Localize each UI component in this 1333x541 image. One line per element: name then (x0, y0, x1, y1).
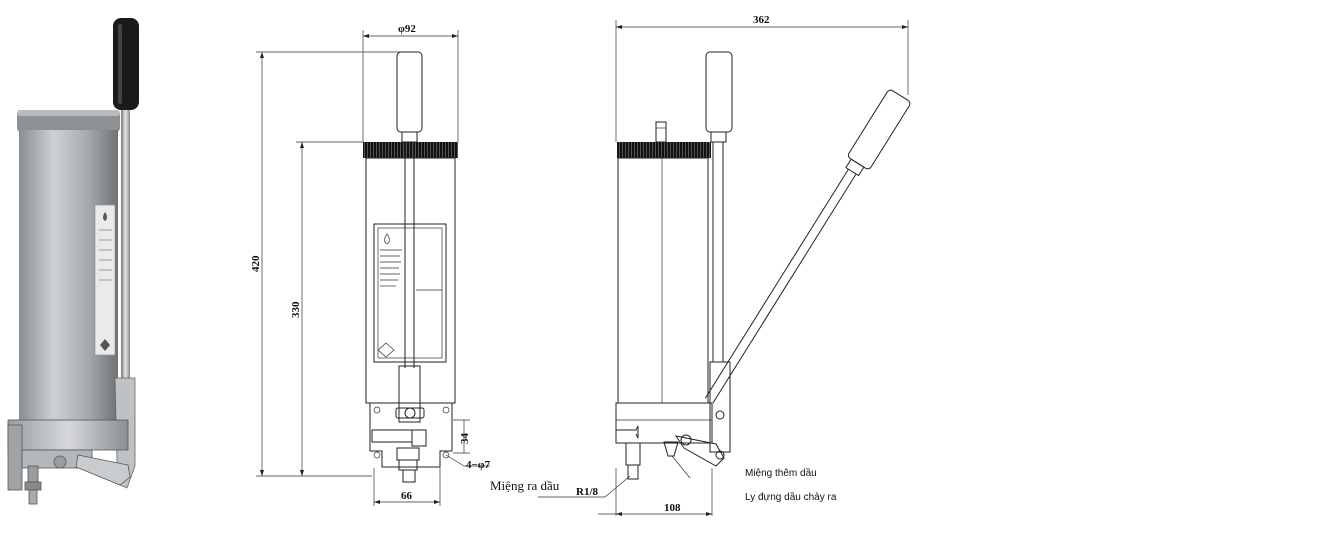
pump-outlet-fitting (27, 465, 39, 483)
side-cylinder (617, 157, 709, 404)
side-view: 362 (538, 14, 911, 516)
front-cap-knurl (363, 142, 458, 158)
side-handle-grip (705, 51, 733, 133)
top-diameter-label: φ92 (398, 23, 416, 35)
side-cap-knurl (617, 142, 711, 158)
bracket-height-label: 34 (459, 433, 471, 445)
total-height-label: 420 (250, 255, 262, 272)
mounting-holes-label: 4−φ7 (466, 459, 491, 471)
front-label-panel (373, 223, 447, 363)
side-base (615, 402, 713, 444)
front-bracket (369, 402, 453, 468)
pump-handle-grip (113, 18, 139, 110)
raised-handle (704, 89, 911, 404)
front-lever-block (398, 365, 421, 423)
oil-outlet-label: Miệng ra dầu (490, 478, 560, 493)
pump-base (7, 419, 129, 451)
pump-photo (7, 18, 139, 505)
reservoir-height-label: 330 (290, 301, 302, 318)
pump-handle-rod (121, 105, 130, 390)
front-handle-grip (396, 51, 423, 133)
base-width-label: 66 (401, 490, 413, 502)
side-fill-nipple (655, 121, 667, 143)
side-base-width-label: 108 (664, 502, 681, 514)
front-view: φ92 420 330 (250, 23, 491, 506)
overflow-cup-label: Ly đựng dầu chảy ra (745, 491, 837, 503)
outlet-thread-label: R1/8 (576, 486, 599, 498)
oil-fill-label: Miệng thêm dầu (745, 467, 817, 479)
handle-span-label: 362 (753, 14, 770, 26)
